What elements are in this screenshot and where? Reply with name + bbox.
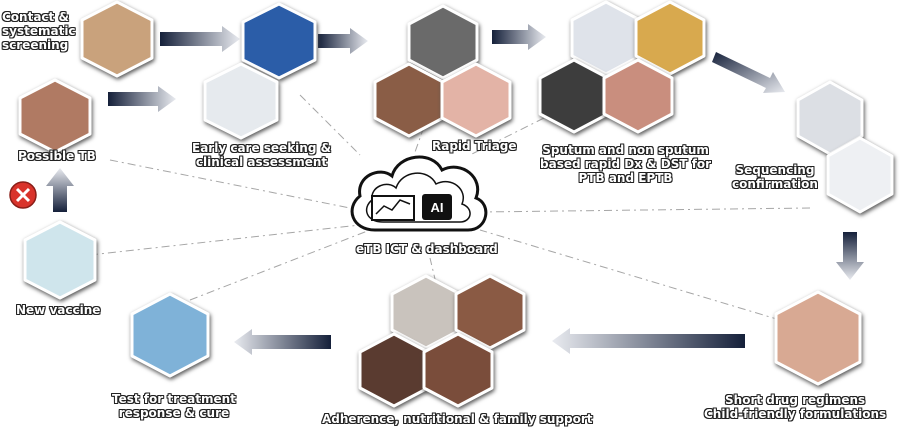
arrow-vaccine-to-possible (46, 168, 74, 212)
label-sputum-diagnostics: Sputum and non sputum based rapid Dx & D… (540, 143, 712, 185)
ai-chip-icon (422, 194, 452, 220)
arrow-care-to-triage (318, 28, 368, 54)
arrow-adherence-to-test (234, 329, 331, 355)
child-photo-icon (18, 78, 92, 154)
mouth-swab-photo-icon (602, 58, 674, 134)
finger-prick-photo-icon (440, 62, 512, 138)
label-rapid-triage: Rapid Triage (432, 139, 517, 153)
connector-test (189, 229, 371, 301)
screening-worker-photo-icon (80, 0, 154, 78)
arrow-sequencing-to-drugs (836, 232, 864, 280)
child-nutrition-photo-icon (454, 274, 526, 350)
lab-instrument-photo-icon (826, 136, 894, 214)
label-sequencing: Sequencing confirmation (732, 163, 818, 191)
vaccine-syringe-photo-icon (23, 220, 97, 300)
ai-chip-label: AI (431, 200, 444, 215)
arrow-drugs-to-adherence (552, 328, 745, 354)
label-adherence: Adherence, nutritional & family support (322, 412, 593, 426)
connector-sequencing (479, 207, 811, 213)
arrow-possible-to-care (108, 86, 176, 112)
child-medicine-spoon-photo-icon (774, 290, 862, 386)
patient-photo-icon (373, 62, 445, 138)
connector-possible-tb (109, 159, 361, 211)
sputum-cup-photo-icon (634, 0, 706, 76)
connector-early-care (299, 94, 361, 156)
flow-arrows (46, 24, 864, 355)
arrow-triage-to-sputum (492, 24, 546, 50)
label-center-dashboard: eTB ICT & dashboard (356, 242, 498, 256)
no-entry-icon (9, 181, 37, 209)
label-possible-tb: Possible TB (18, 149, 96, 163)
label-test-treatment: Test for treatment response & cure (112, 392, 236, 420)
connector-short-drug (479, 229, 781, 321)
label-early-care: Early care seeking & clinical assessment (192, 141, 332, 169)
hex-tiles (18, 0, 894, 408)
label-new-vaccine: New vaccine (16, 303, 101, 317)
connector-vaccine (89, 224, 361, 256)
chest-xray-photo-icon (407, 4, 479, 80)
infant-care-photo-icon (422, 332, 494, 408)
lab-test-tubes-photo-icon (130, 292, 210, 378)
smartphone-apps-photo-icon (241, 2, 317, 80)
stethoscope-photo-icon (203, 62, 279, 140)
label-contact-screening: Contact & systematic screening (2, 10, 76, 52)
cloud-icon: AI (350, 155, 488, 232)
label-short-drug: Short drug regimens Child-friendly formu… (704, 393, 887, 421)
arrow-contact-to-care (160, 26, 240, 52)
arrow-sputum-to-sequencing (712, 52, 785, 93)
